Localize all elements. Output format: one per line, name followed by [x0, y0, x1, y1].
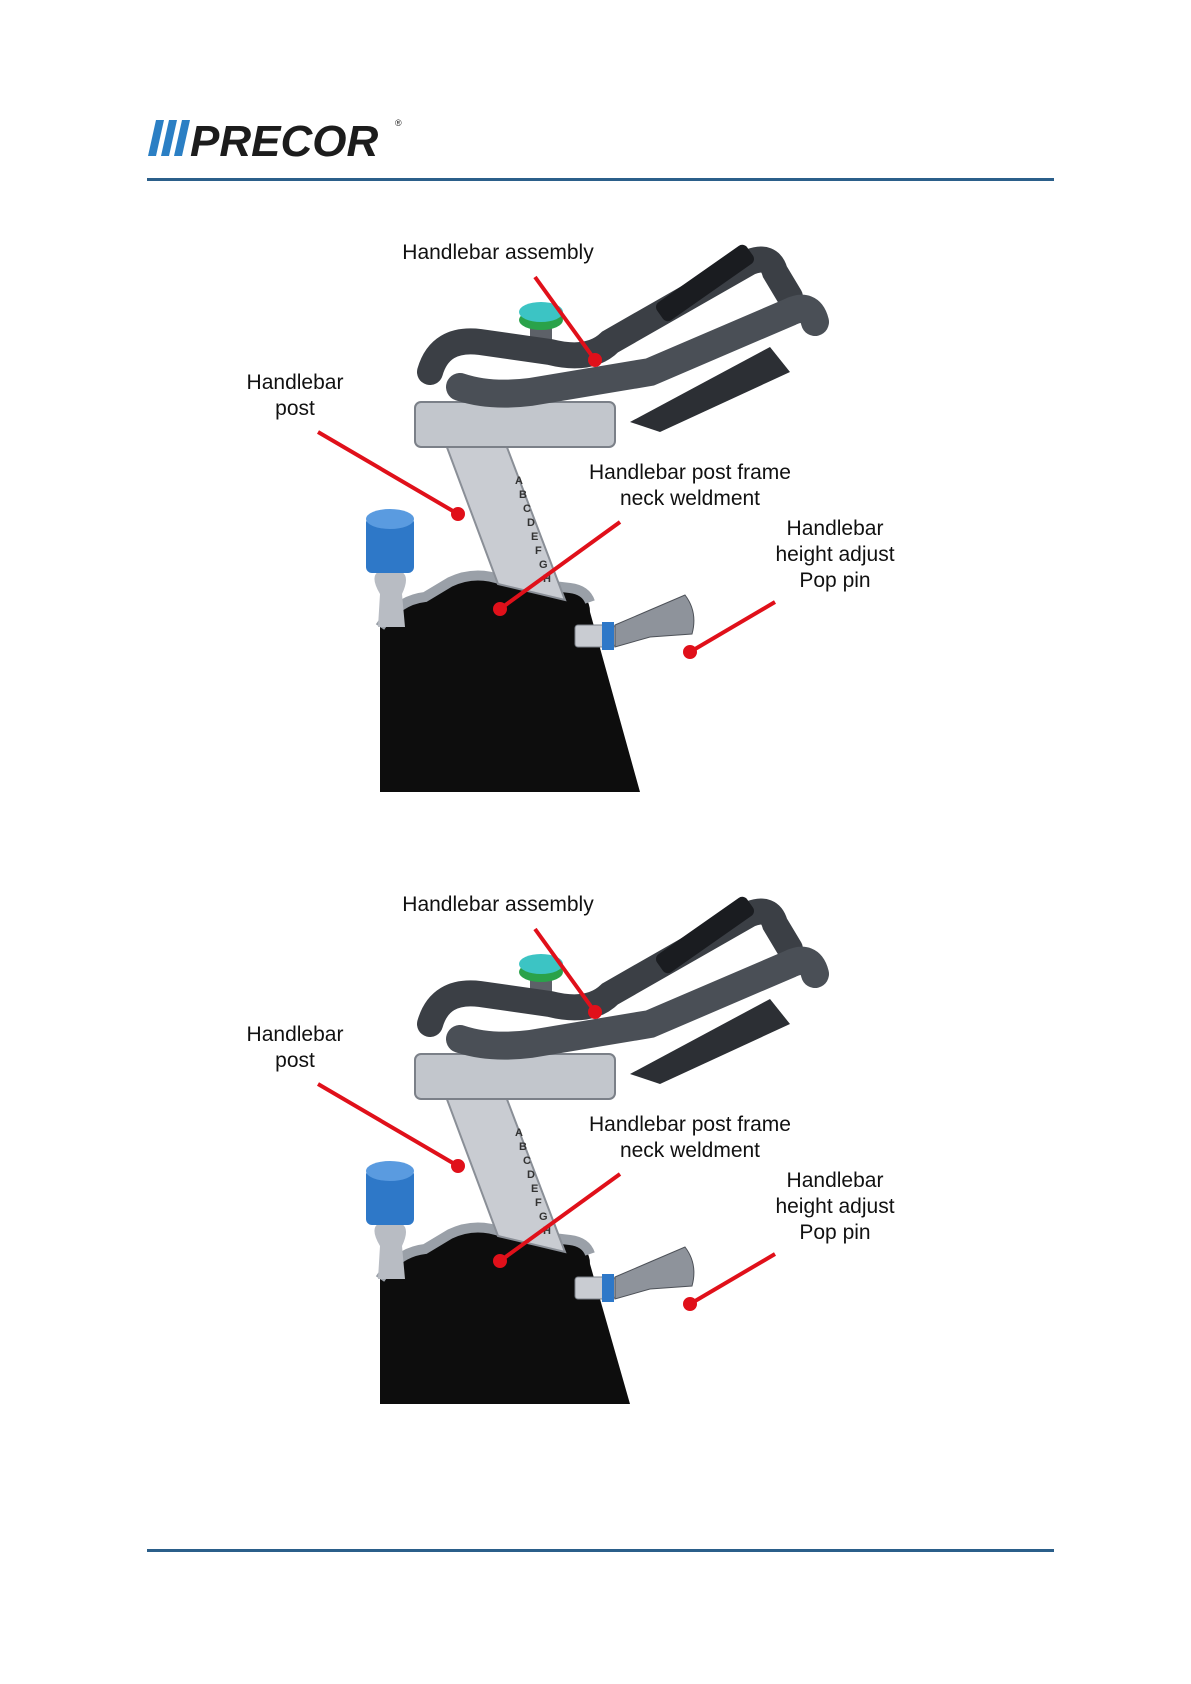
handlebar-grip: [654, 894, 757, 975]
precor-logo: PRECOR ®: [148, 112, 410, 168]
seat-knob-top: [366, 1161, 414, 1181]
handlebar-upper: [430, 912, 790, 1024]
post-letter: G: [539, 559, 548, 571]
handlebar-grip: [654, 242, 757, 323]
label-pop-pin: Handlebar height adjust Pop pin: [760, 1168, 910, 1246]
post-letter: F: [535, 1197, 542, 1209]
label-handlebar-assembly: Handlebar assembly: [378, 892, 618, 918]
post-letter: D: [527, 1169, 535, 1181]
label-neck-weldment: Handlebar post frame neck weldment: [565, 1112, 815, 1164]
pop-pin-knob: [615, 595, 694, 647]
seat-knob-top: [366, 509, 414, 529]
callout-dot-assembly: [590, 355, 600, 365]
callout-dot-pin: [685, 647, 695, 657]
logo-stripes: [148, 120, 190, 156]
callout-dot-neck: [495, 1256, 505, 1266]
post-letter: C: [523, 503, 531, 515]
callout-dot-assembly: [590, 1007, 600, 1017]
handlebar-illustration: A B C D E F G H: [230, 232, 930, 792]
post-letter: A: [515, 1127, 523, 1139]
post-letter: G: [539, 1211, 548, 1223]
seat-stem: [374, 572, 406, 627]
post-letter: E: [531, 1183, 538, 1195]
footer-divider: [147, 1549, 1054, 1552]
label-handlebar-post: Handlebar post: [230, 1022, 360, 1074]
figure-handlebar-2: A B C D E F G H Handlebar a: [230, 884, 930, 1444]
post-letter: C: [523, 1155, 531, 1167]
label-pop-pin: Handlebar height adjust Pop pin: [760, 516, 910, 594]
callout-dot-pin: [685, 1299, 695, 1309]
label-neck-weldment: Handlebar post frame neck weldment: [565, 460, 815, 512]
label-handlebar-assembly: Handlebar assembly: [378, 240, 618, 266]
pop-pin-collar: [602, 622, 614, 650]
pop-pin-knob: [615, 1247, 694, 1299]
handlebar-upper: [430, 260, 790, 372]
handlebar-illustration: A B C D E F G H: [230, 884, 930, 1444]
callout-dot-post: [453, 1161, 463, 1171]
registered-mark: ®: [395, 118, 402, 128]
seat-stem: [374, 1224, 406, 1279]
handlebar-clamp: [415, 1054, 615, 1099]
post-letter: A: [515, 475, 523, 487]
post-letter: E: [531, 531, 538, 543]
post-letter: B: [519, 489, 527, 501]
post-letter: D: [527, 517, 535, 529]
pop-pin-collar: [602, 1274, 614, 1302]
post-letter: F: [535, 545, 542, 557]
post-letter: B: [519, 1141, 527, 1153]
frame-body: [380, 577, 640, 792]
handlebar-clamp: [415, 402, 615, 447]
callout-line-pin: [690, 1254, 775, 1304]
callout-dot-post: [453, 509, 463, 519]
callout-dot-neck: [495, 604, 505, 614]
logo-wordmark: PRECOR: [190, 117, 378, 166]
callout-line-pin: [690, 602, 775, 652]
figure-handlebar-1: A B C D E F G H: [230, 232, 930, 792]
precor-logo-graphic: PRECOR ®: [148, 112, 410, 168]
header-divider: [147, 178, 1054, 181]
label-handlebar-post: Handlebar post: [230, 370, 360, 422]
